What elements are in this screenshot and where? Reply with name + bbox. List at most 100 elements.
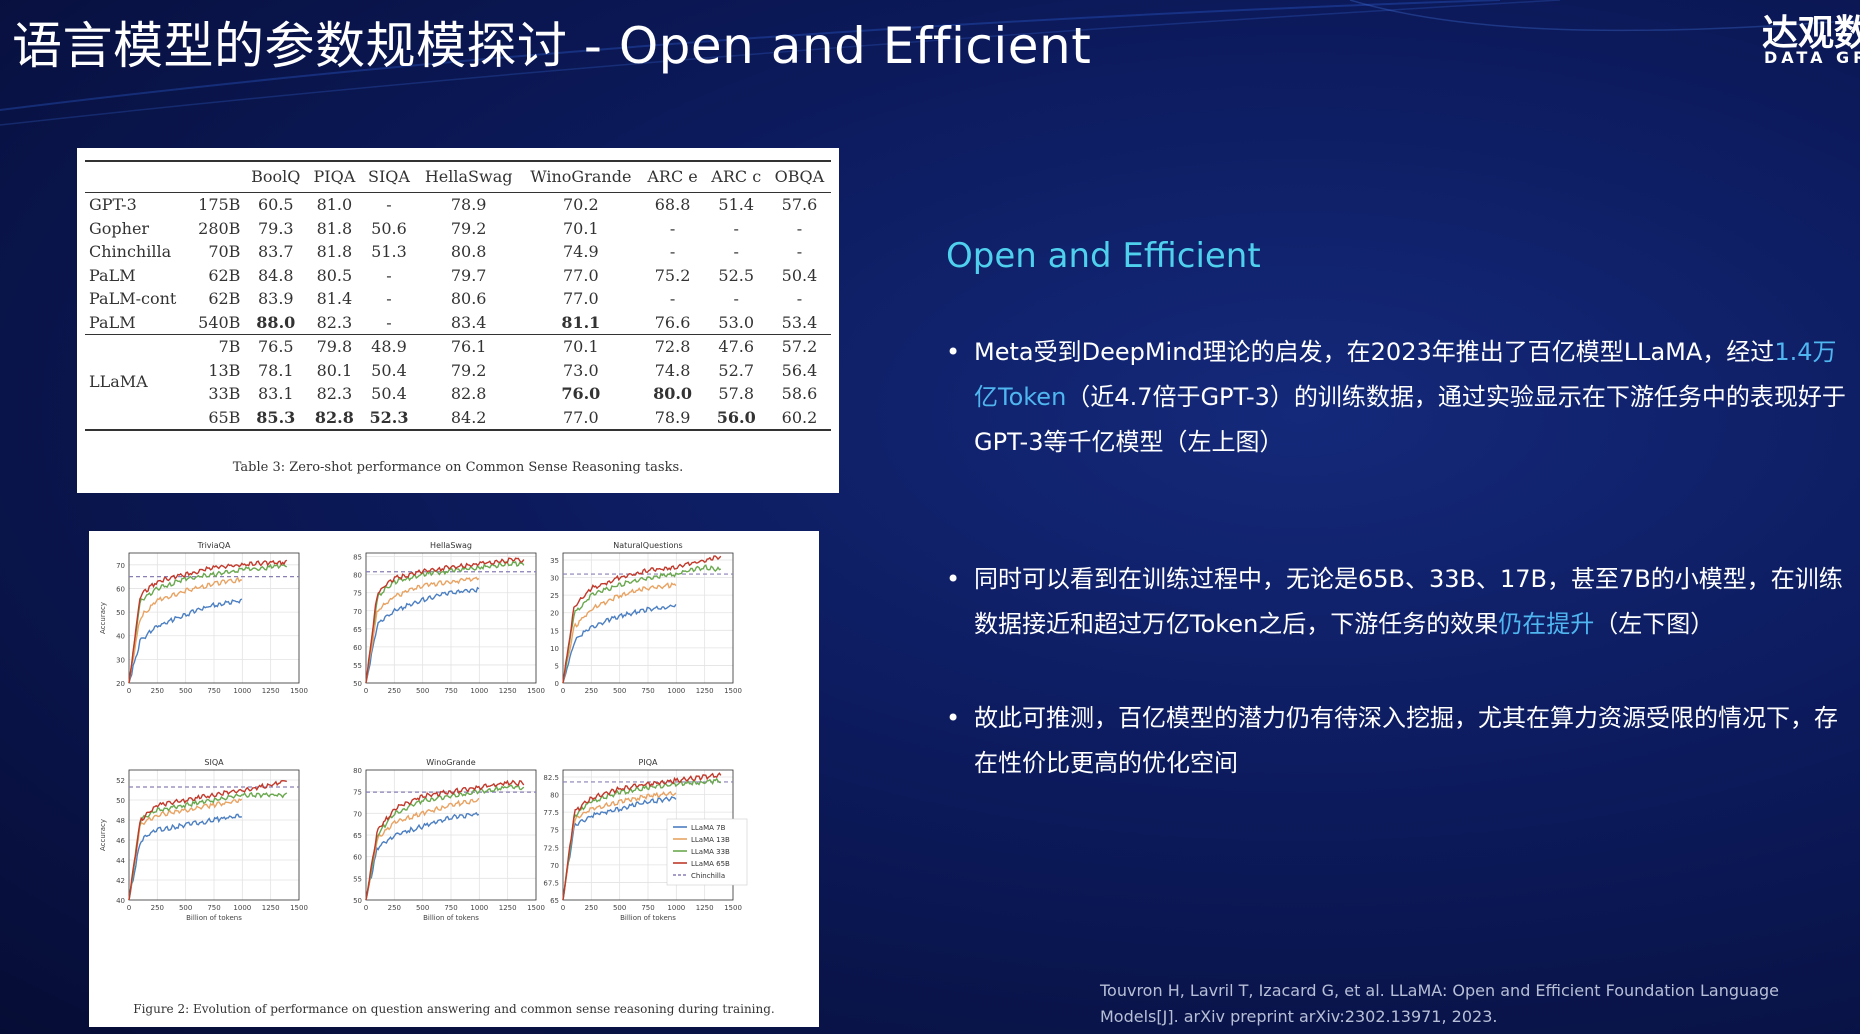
y-tick-label: 75 [353, 590, 362, 598]
x-tick-label: 750 [207, 904, 220, 912]
y-tick-label: 40 [116, 897, 125, 905]
table-cell: 78.9 [654, 407, 691, 427]
table-cell: 82.8 [450, 384, 487, 403]
table-cell: 81.8 [316, 218, 353, 238]
y-tick-label: 0 [555, 680, 559, 688]
x-tick-label: 1500 [724, 687, 742, 695]
table-cell: 77.0 [563, 265, 599, 285]
series-line-llama-65b [365, 557, 525, 684]
table-cell: 76.1 [450, 337, 487, 356]
x-tick-label: 750 [207, 687, 220, 695]
chart-title: HellaSwag [430, 541, 472, 550]
series-line-llama-65b [365, 779, 525, 901]
series-line-llama-13b [562, 790, 677, 901]
table-header-cell: SIQA [367, 167, 410, 186]
bullet-text: 故此可推测，百亿模型的潜力仍有待深入挖掘，尤其在算力资源受限的情况下，存在性价比… [974, 704, 1838, 777]
table-cell: 70.1 [563, 337, 599, 356]
table-cell: 50.4 [781, 265, 818, 285]
table-cell: - [796, 289, 803, 308]
y-tick-label: 82.5 [543, 774, 559, 782]
table-cell: Gopher [89, 218, 150, 238]
table-cell: 79.8 [316, 337, 353, 356]
x-tick-label: 500 [179, 904, 192, 912]
table-cell: 85.3 [256, 407, 296, 427]
table-cell: PaLM [89, 265, 136, 285]
series-line-llama-65b [562, 772, 722, 901]
y-tick-label: 77.5 [543, 809, 559, 817]
table-cell: 47.6 [718, 337, 755, 356]
table-cell: - [796, 242, 803, 261]
reference-citation: Touvron H, Lavril T, Izacard G, et al. L… [1100, 981, 1779, 1026]
table-header-cell: HellaSwag [424, 167, 513, 186]
table-cell: 79.2 [450, 360, 487, 380]
table-cell: 75.2 [654, 265, 691, 285]
chart-title: NaturalQuestions [613, 541, 682, 550]
x-tick-label: 0 [364, 904, 368, 912]
table-cell: 73.0 [563, 360, 599, 380]
table-header-cell: PIQA [313, 167, 356, 186]
legend-label: LLaMA 13B [691, 836, 730, 844]
table-cell: 79.7 [450, 265, 487, 285]
series-line-llama-65b [128, 779, 287, 901]
x-tick-label: 1500 [527, 687, 545, 695]
bullet-highlight: 1.4万亿Token [974, 338, 1837, 411]
plot-frame [562, 552, 734, 684]
table-cell: 60.2 [781, 407, 818, 427]
table-cell: 70.1 [563, 218, 599, 238]
y-tick-label: 50 [353, 897, 362, 905]
x-tick-label: 1250 [499, 904, 517, 912]
y-tick-label: 30 [550, 575, 559, 583]
table-cell: 80.0 [653, 384, 693, 403]
table-cell: 76.6 [654, 312, 691, 332]
y-tick-label: 72.5 [543, 844, 559, 852]
x-tick-label: 250 [151, 904, 164, 912]
table-cell: 78.1 [257, 360, 294, 380]
table-cell: 82.3 [316, 312, 353, 332]
table-cell: 50.6 [371, 218, 407, 238]
x-tick-label: 1250 [499, 687, 517, 695]
y-tick-label: 50 [116, 797, 125, 805]
table-cell-llama-label: LLaMA [89, 372, 148, 392]
table-cell: 7B [218, 337, 241, 356]
x-tick-label: 1000 [667, 687, 685, 695]
plot-frame [365, 552, 537, 684]
company-logo: 达观数据 DATA GRAND [1760, 4, 1860, 68]
plot-frame [128, 769, 300, 901]
table-cell: 52.5 [718, 265, 755, 285]
table-cell: 84.8 [257, 265, 294, 285]
bullet-text: Meta受到DeepMind理论的启发，在2023年推出了百亿模型LLaMA，经… [974, 338, 1775, 366]
legend-label: LLaMA 33B [691, 848, 730, 856]
series-line-llama-7b [365, 586, 480, 684]
table-cell: - [386, 312, 392, 332]
series-line-llama-33b [128, 791, 288, 901]
x-axis-label: Billion of tokens [620, 914, 676, 922]
x-tick-label: 750 [641, 904, 654, 912]
y-tick-label: 10 [550, 645, 559, 653]
y-tick-label: 75 [353, 789, 362, 797]
table-cell: 72.8 [654, 337, 691, 356]
table-cell: 50.4 [371, 384, 407, 403]
x-tick-label: 750 [444, 687, 457, 695]
table-cell: - [386, 265, 392, 285]
table-cell: - [669, 289, 676, 308]
bullet-text: （近4.7倍于GPT-3）的训练数据，通过实验显示在下游任务中的表现好于GPT-… [974, 383, 1846, 456]
table-cell: PaLM [89, 312, 136, 332]
table-cell: 84.2 [450, 407, 487, 427]
y-tick-label: 42 [116, 877, 125, 885]
chart-title: WinoGrande [426, 758, 475, 767]
table-cell: 57.6 [781, 195, 818, 214]
series-line-llama-33b [562, 777, 721, 901]
x-tick-label: 1250 [262, 904, 280, 912]
table-cell: 56.0 [716, 407, 756, 427]
y-tick-label: 20 [116, 680, 125, 688]
y-tick-label: 70 [116, 562, 125, 570]
y-tick-label: 44 [116, 857, 125, 865]
series-line-llama-13b [128, 798, 243, 901]
table-cell: 33B [208, 384, 241, 403]
table-cell: 76.5 [257, 337, 294, 356]
chart-title: SIQA [204, 758, 224, 767]
x-tick-label: 1250 [696, 904, 714, 912]
